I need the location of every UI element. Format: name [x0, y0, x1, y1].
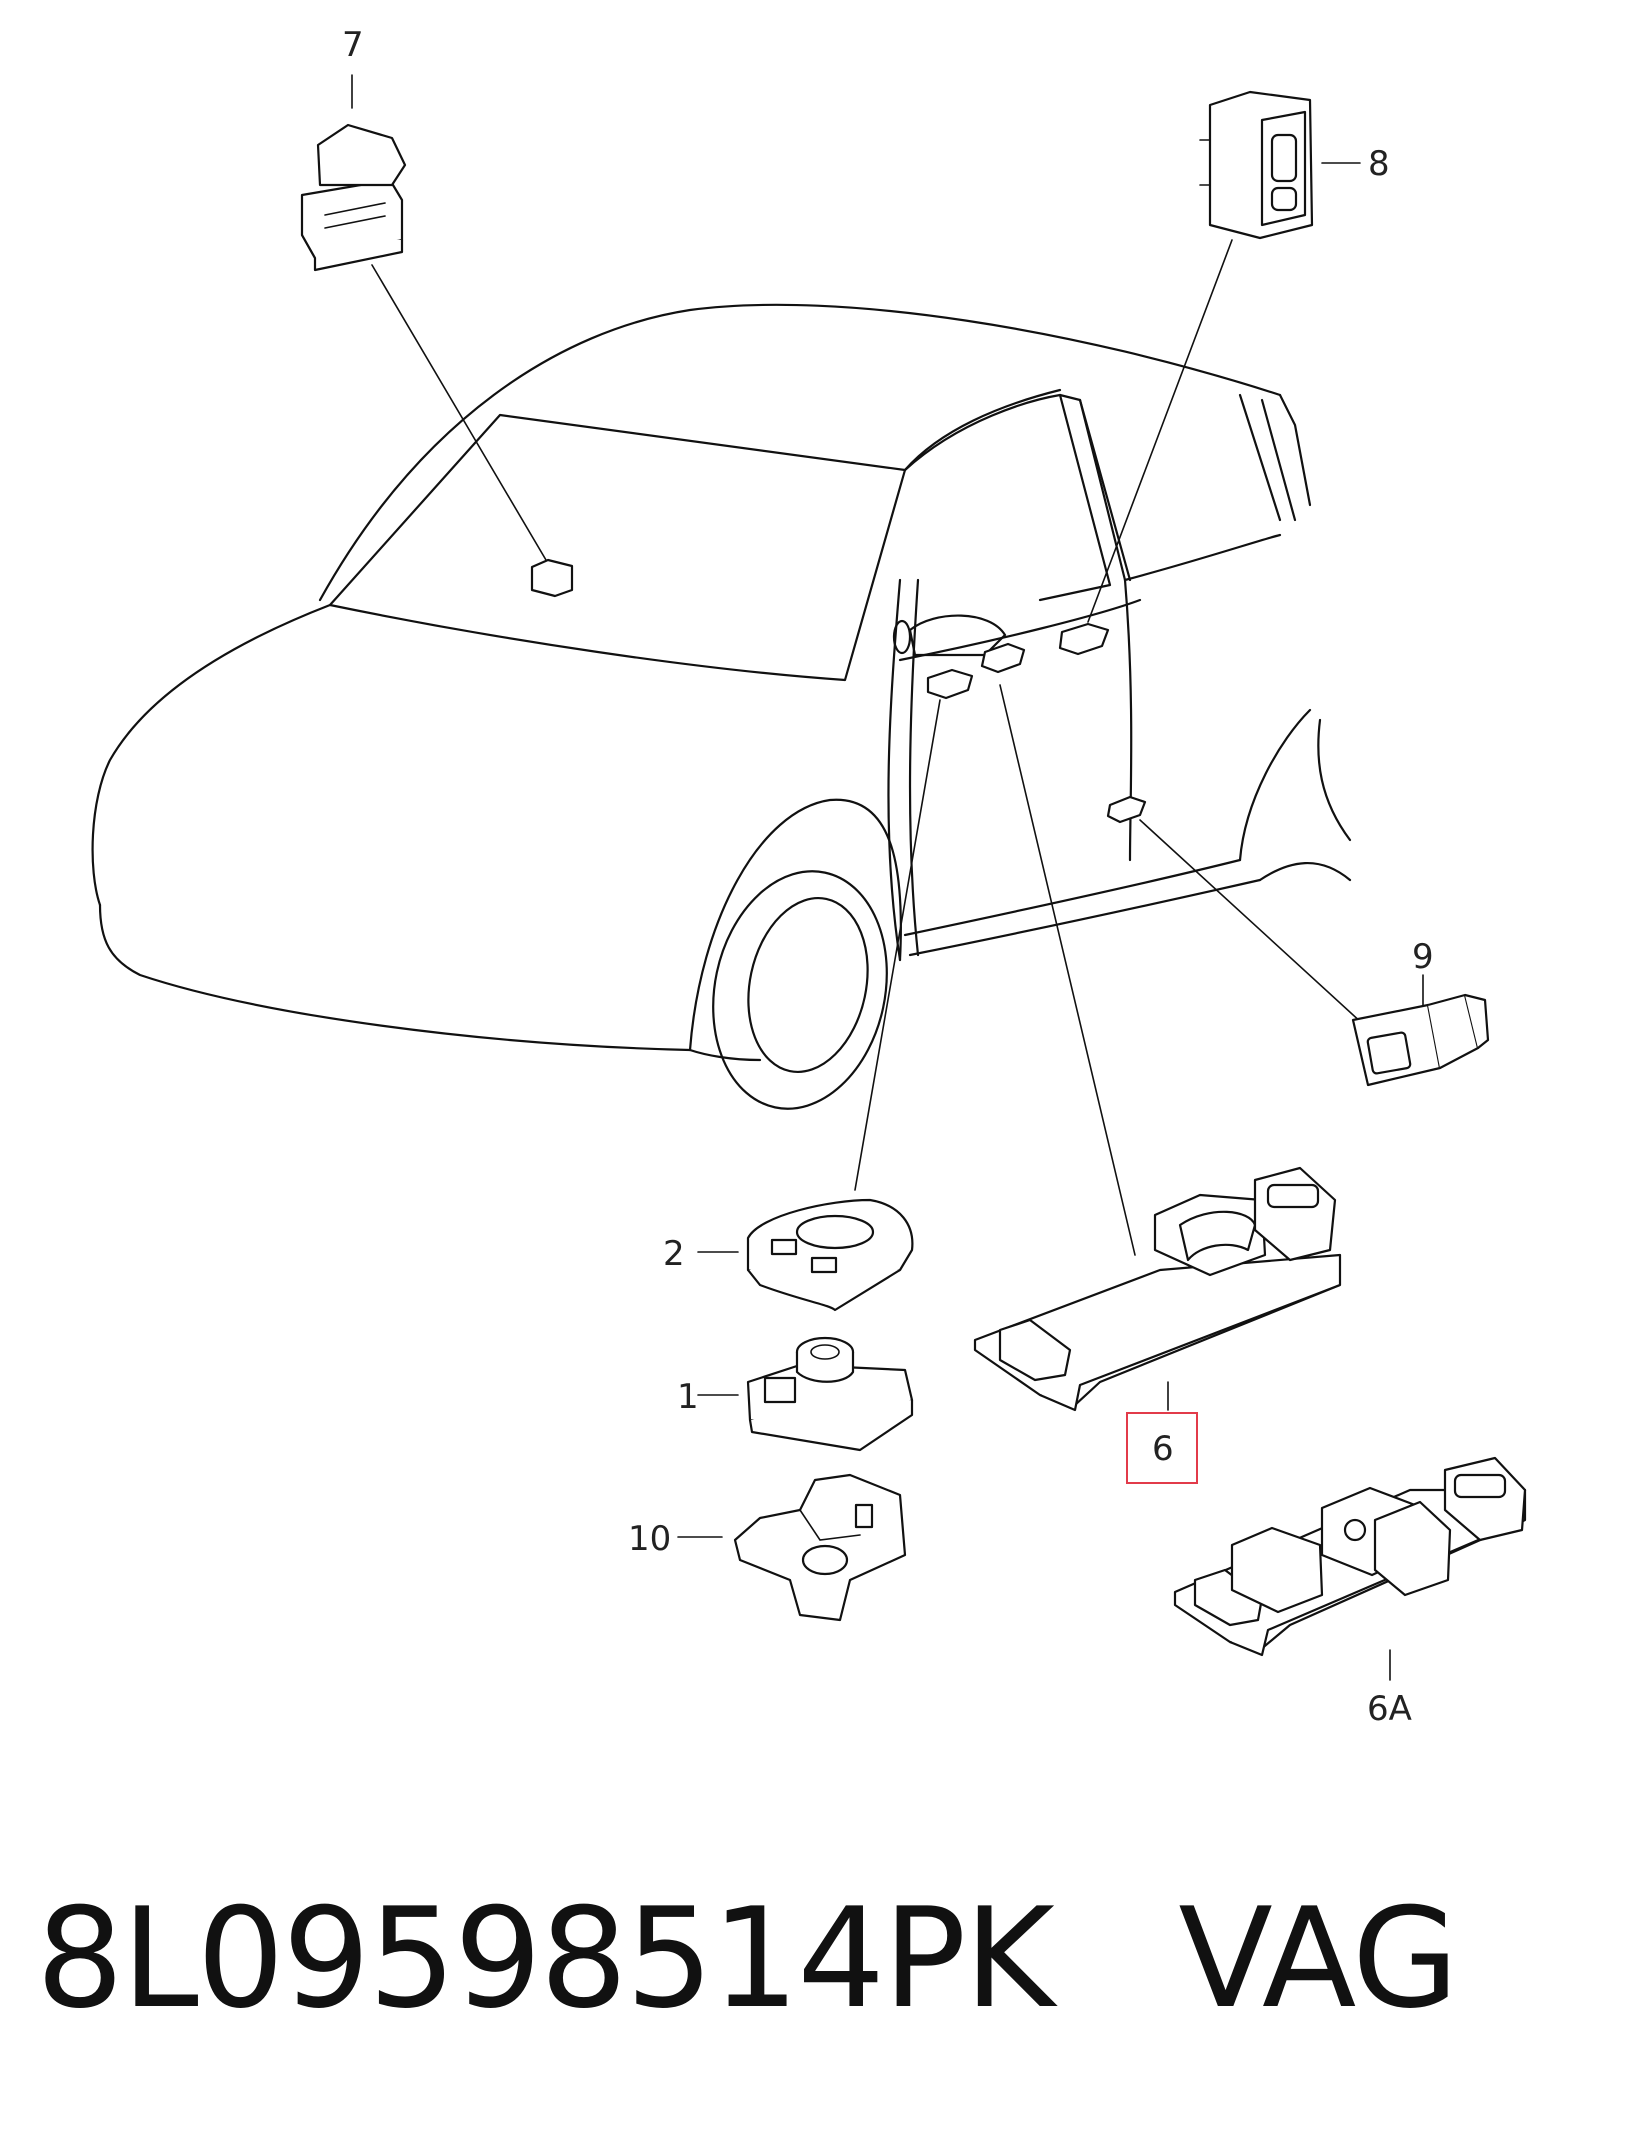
callout-10: 10	[628, 1519, 671, 1559]
part-1-mirror-switch	[746, 1336, 914, 1452]
callout-9: 9	[1412, 937, 1434, 977]
marker-mirror-switch	[980, 642, 1026, 674]
callout-6: 6	[1152, 1429, 1174, 1469]
leader-lines	[371, 239, 1376, 1256]
car-outline	[91, 303, 1352, 1110]
marker-dash	[530, 558, 574, 598]
marker-driver-door	[926, 668, 974, 700]
callout-2: 2	[663, 1234, 685, 1274]
part-number: 8L09598514PK	[36, 1878, 1055, 2039]
part-8-switch	[1199, 90, 1314, 240]
marker-sill	[1106, 795, 1147, 824]
callout-6a: 6A	[1367, 1689, 1412, 1729]
part-number-caption: 8L09598514PK VAG	[36, 1890, 1459, 2028]
part-6a-window-switch	[1173, 1456, 1527, 1657]
part-10-housing	[733, 1473, 907, 1622]
location-markers	[530, 558, 1147, 824]
part-6-window-switch	[973, 1166, 1342, 1412]
part-7-switch	[300, 123, 407, 272]
part-2-switch-bezel	[746, 1198, 914, 1312]
marker-rear-door	[1058, 622, 1110, 656]
callout-1: 1	[677, 1377, 699, 1417]
callout-8: 8	[1368, 144, 1390, 184]
callout-6-highlight-box	[1126, 1412, 1198, 1484]
part-9-switch	[1351, 993, 1490, 1087]
brand-name: VAG	[1178, 1878, 1458, 2039]
callout-7: 7	[342, 25, 364, 65]
